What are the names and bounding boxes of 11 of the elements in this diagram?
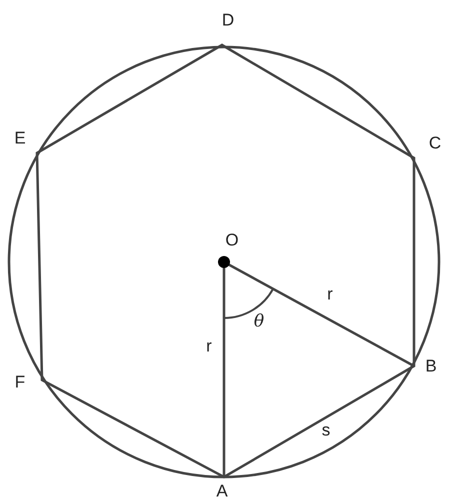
point-label: B (425, 358, 437, 374)
point-label: A (216, 482, 228, 500)
side-label: s (322, 422, 330, 438)
point-label: O (225, 232, 239, 248)
point-label: D (222, 12, 234, 28)
side-label: r (206, 338, 212, 354)
point-label: E (14, 130, 26, 146)
point-label: F (14, 374, 26, 390)
side-label: r (327, 286, 333, 302)
angle-label: θ (254, 314, 264, 330)
point-label: C (428, 134, 442, 152)
